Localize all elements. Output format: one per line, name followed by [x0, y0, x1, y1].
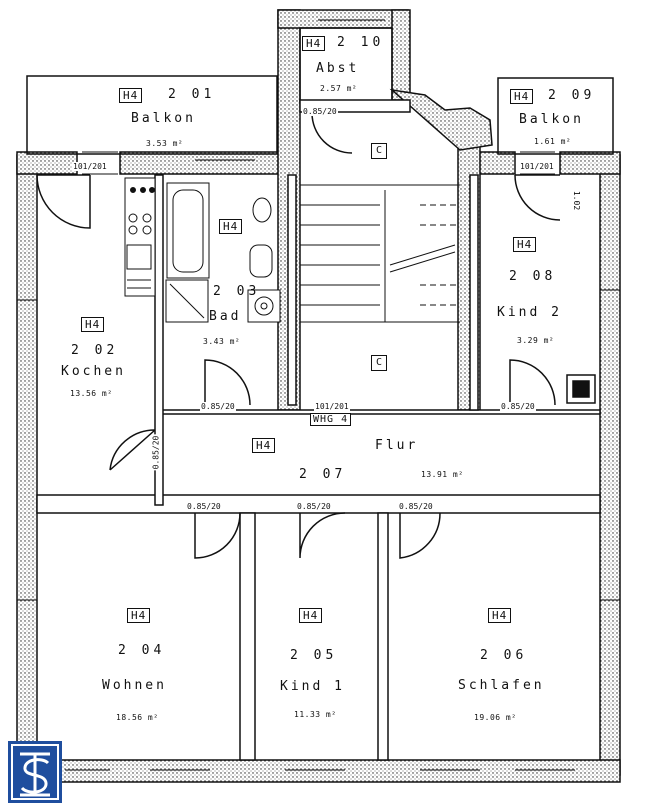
kind2-name: Kind 2 — [497, 305, 562, 320]
kind1-name: Kind 1 — [280, 679, 345, 694]
kochen-flur-door: 0.85/20 — [151, 434, 161, 471]
kind1-code: H4 — [299, 608, 323, 623]
schlafen-number: 2 06 — [480, 648, 528, 663]
kitchen-fixtures — [124, 177, 156, 297]
balkon1-code: H4 — [119, 88, 143, 103]
wohnen-door: 0.85/20 — [186, 502, 222, 511]
stair-mark-upper: C — [371, 143, 387, 159]
flur-number: 2 07 — [299, 467, 347, 482]
entry-door: 101/201 — [314, 402, 350, 411]
abst-number: 2 10 — [337, 35, 385, 50]
bathroom-fixtures — [165, 182, 281, 323]
bad-name: Bad — [209, 309, 242, 324]
kind2-balkon-door: 101/201 — [519, 162, 555, 171]
balkon2-name: Balkon — [519, 112, 584, 127]
kind1-area: 11.33 m² — [294, 710, 337, 719]
flur-name: Flur — [375, 438, 419, 453]
balkon1-name: Balkon — [131, 111, 196, 126]
stair-mark-lower: C — [371, 355, 387, 371]
windows — [17, 9, 620, 771]
kind1-number: 2 05 — [290, 648, 338, 663]
wohnen-name: Wohnen — [102, 678, 167, 693]
schlafen-area: 19.06 m² — [474, 713, 517, 722]
bad-door: 0.85/20 — [200, 402, 236, 411]
wohnen-number: 2 04 — [118, 643, 166, 658]
kochen-code: H4 — [81, 317, 105, 332]
kind2-door: 0.85/20 — [500, 402, 536, 411]
balkon2-area: 1.61 m² — [534, 137, 572, 146]
kochen-name: Kochen — [61, 364, 126, 379]
abst-door: 0.85/20 — [302, 107, 338, 116]
balkon2-number: 2 09 — [548, 88, 596, 103]
schlafen-door: 0.85/20 — [398, 502, 434, 511]
bad-code: H4 — [219, 219, 243, 234]
kind2-number: 2 08 — [509, 269, 557, 284]
flur-code: H4 — [252, 438, 276, 453]
flur-area: 13.91 m² — [421, 470, 464, 479]
wohnen-code: H4 — [127, 608, 151, 623]
staircase — [300, 184, 460, 323]
balkon1-area: 3.53 m² — [146, 139, 184, 148]
stair-tower-wall — [389, 88, 493, 151]
outer-walls — [16, 9, 621, 783]
abst-code: H4 — [302, 36, 326, 51]
kochen-balkon-door: 101/201 — [72, 162, 108, 171]
wohnung-code: WHG 4 — [310, 413, 352, 426]
door-swings — [36, 112, 561, 559]
kind2-area: 3.29 m² — [517, 336, 555, 345]
balkon1-number: 2 01 — [168, 87, 216, 102]
balkon2-code: H4 — [510, 89, 534, 104]
abst-name: Abst — [316, 61, 360, 76]
kochen-number: 2 02 — [71, 343, 119, 358]
dimension-mark: 1.02 — [572, 189, 582, 212]
abst-area: 2.57 m² — [320, 84, 358, 93]
kind2-code: H4 — [513, 237, 537, 252]
schlafen-name: Schlafen — [458, 678, 545, 693]
stove-fixture — [566, 374, 596, 404]
kind1-door: 0.85/20 — [296, 502, 332, 511]
bad-area: 3.43 m² — [203, 337, 241, 346]
wohnen-area: 18.56 m² — [116, 713, 159, 722]
company-logo — [8, 741, 62, 803]
logo-mark — [8, 741, 62, 803]
kochen-area: 13.56 m² — [70, 389, 113, 398]
bad-number: 2 03 — [213, 284, 261, 299]
schlafen-code: H4 — [488, 608, 512, 623]
